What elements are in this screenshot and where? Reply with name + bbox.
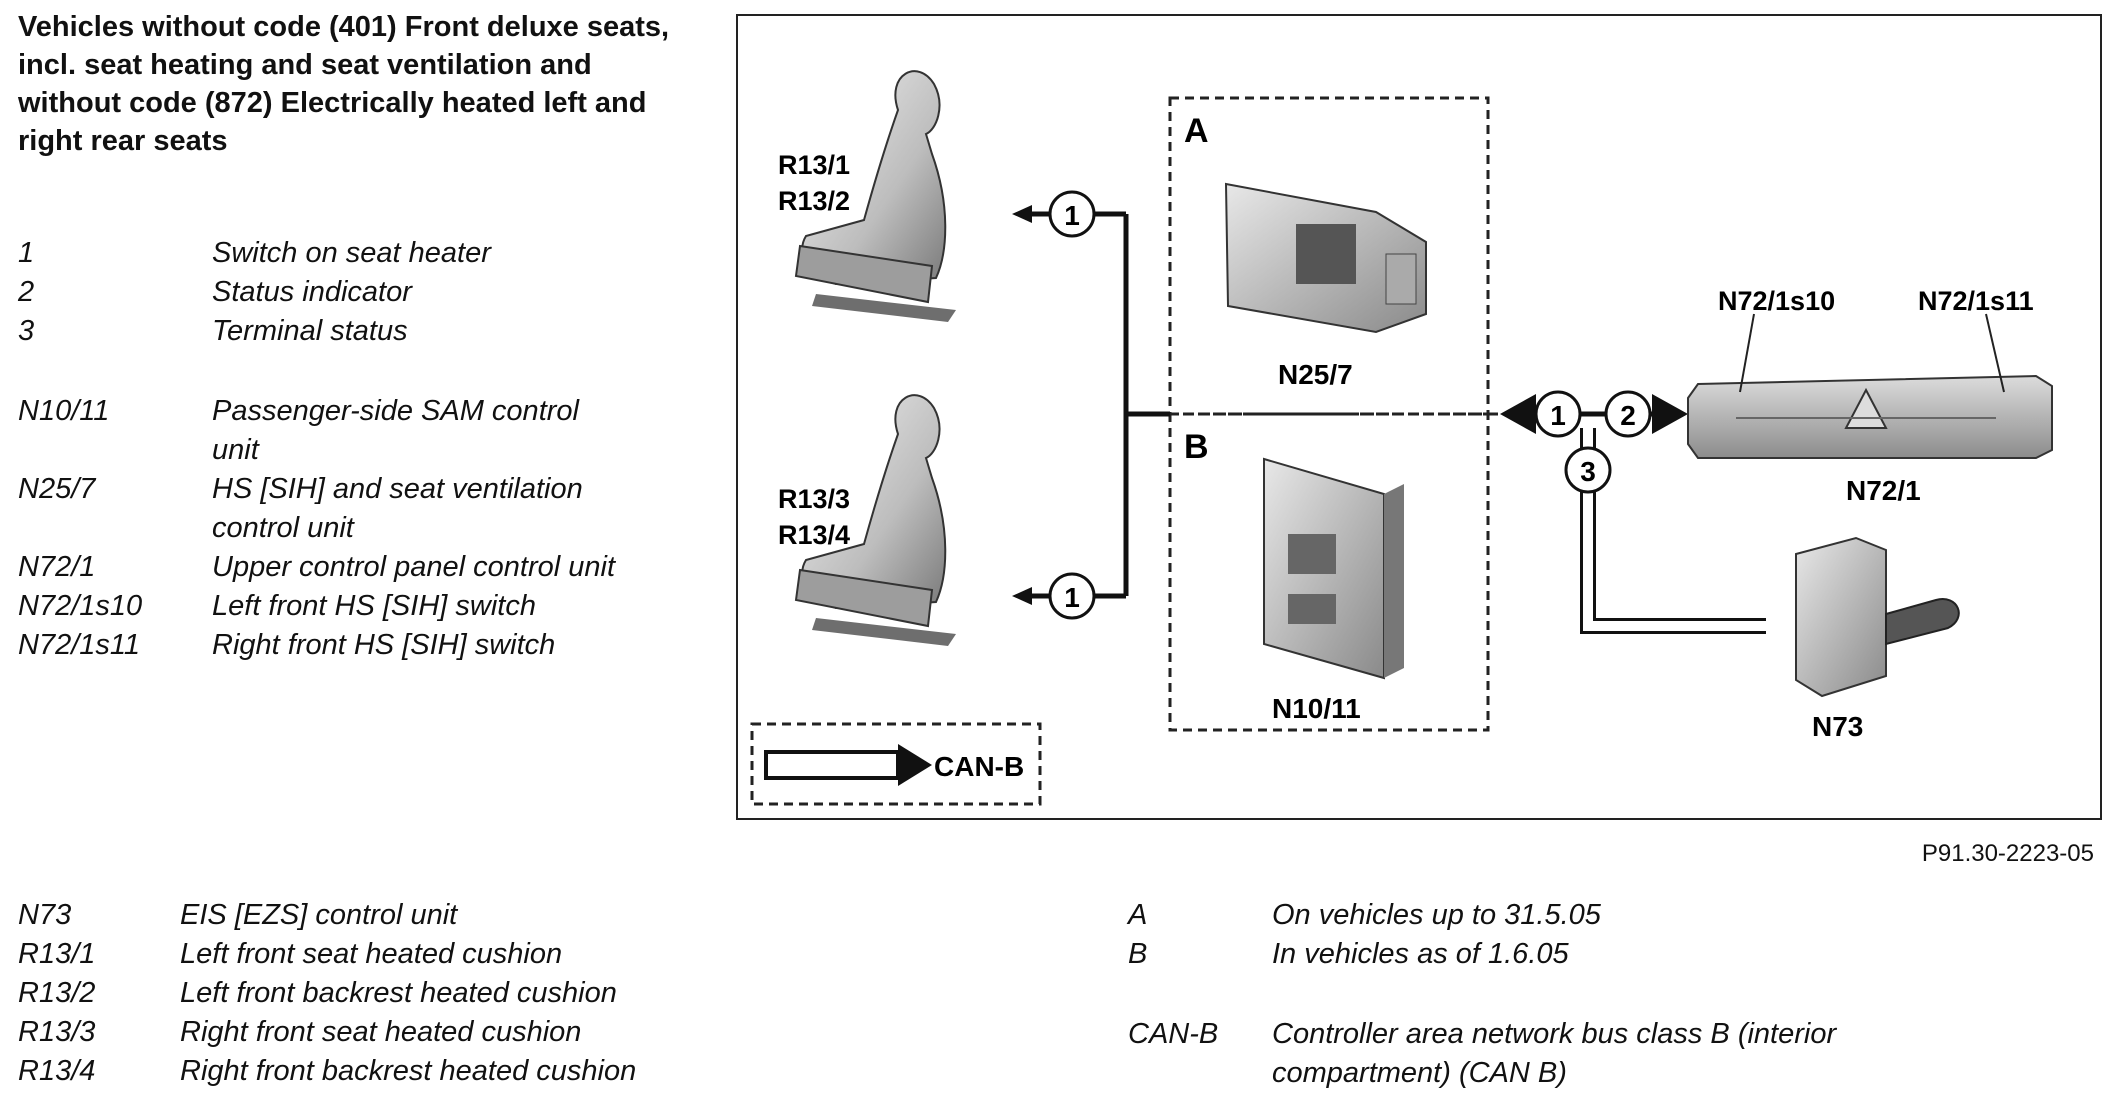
legend-row: B In vehicles as of 1.6.05	[1128, 935, 1908, 974]
legend-desc: Upper control panel control unit	[212, 551, 616, 583]
seat-top-label: R13/2	[778, 186, 850, 216]
legend-code: N10/11	[18, 395, 110, 427]
legend-row: N73 EIS [EZS] control unit	[18, 896, 738, 935]
legend-code: 1	[18, 237, 35, 269]
legend-desc: EIS [EZS] control unit	[180, 899, 458, 931]
legend-desc: Passenger-side SAM control unit	[212, 395, 579, 466]
legend-desc: On vehicles up to 31.5.05	[1272, 899, 1601, 931]
ignition-n73	[1795, 536, 1960, 698]
legend-desc: Right front HS [SIH] switch	[212, 629, 556, 661]
arrowhead-seat-top	[1012, 205, 1032, 223]
can-key-label: CAN-B	[934, 751, 1024, 782]
seat-top-label: R13/1	[778, 150, 850, 180]
legend-row: N72/1 Upper control panel control unit	[18, 548, 668, 587]
legend-code: CAN-B	[1128, 1018, 1219, 1050]
seat-bottom-label: R13/4	[778, 520, 850, 550]
switch-pointer	[1739, 313, 1755, 393]
legend-code: R13/2	[18, 977, 96, 1009]
legend-row: R13/2 Left front backrest heated cushion	[18, 974, 738, 1013]
module-label: N10/11	[1272, 693, 1361, 724]
signal-number: 1	[1064, 582, 1080, 613]
n73-line-inner	[1583, 428, 1766, 631]
legend-desc: Terminal status	[212, 315, 408, 347]
n73-label: N73	[1812, 711, 1863, 742]
legend-row: N72/1s10 Left front HS [SIH] switch	[18, 587, 668, 626]
module-n25-7	[1224, 182, 1427, 334]
legend-code: N72/1s11	[18, 629, 140, 661]
module-label: N25/7	[1278, 359, 1353, 390]
panel-label: N72/1	[1846, 475, 1921, 506]
arrowhead-left	[1500, 394, 1536, 434]
legend-code: B	[1128, 938, 1148, 970]
legend-row: R13/1 Left front seat heated cushion	[18, 935, 738, 974]
legend-desc: Right front seat heated cushion	[180, 1016, 582, 1048]
can-key-arrow	[764, 750, 900, 780]
legend-code: N25/7	[18, 473, 96, 505]
legend-row: A On vehicles up to 31.5.05	[1128, 896, 1908, 935]
legend-code: N72/1	[18, 551, 96, 583]
legend-code: 2	[18, 276, 35, 308]
legend-desc: Right front backrest heated cushion	[180, 1055, 637, 1087]
signal-badge	[1048, 190, 1096, 238]
arrowhead-right	[1652, 394, 1688, 434]
signal-number: 1	[1064, 200, 1080, 231]
control-panel-n72-1	[1687, 374, 2053, 459]
module-n10-11	[1263, 457, 1404, 680]
legend-code: N73	[18, 899, 72, 931]
can-key-box	[750, 722, 1042, 806]
figure-reference: P91.30-2223-05	[1921, 840, 2094, 867]
signal-number: 2	[1620, 400, 1636, 431]
legend-code: R13/1	[18, 938, 96, 970]
signal-badge	[1604, 390, 1652, 438]
legend-row: N10/11 Passenger-side SAM control unit	[18, 392, 668, 470]
legend-variants-bus: A On vehicles up to 31.5.05 B In vehicles …	[1128, 896, 1908, 1093]
legend-row: N72/1s11 Right front HS [SIH] switch	[18, 626, 668, 665]
legend-code: 3	[18, 315, 35, 347]
legend-row: 2 Status indicator	[18, 273, 668, 312]
arrowhead-seat-bottom	[1012, 587, 1032, 605]
legend-desc: Controller area network bus class B (int…	[1272, 1018, 1837, 1089]
legend-row: R13/3 Right front seat heated cushion	[18, 1013, 738, 1052]
legend-code: R13/3	[18, 1016, 96, 1048]
signal-number: 1	[1550, 400, 1566, 431]
legend-code: N72/1s10	[18, 590, 143, 622]
page-title: Vehicles without code (401) Front deluxe…	[18, 11, 670, 157]
seat-top-image	[794, 70, 956, 322]
variant-letter-b: B	[1184, 428, 1209, 466]
legend-desc: Switch on seat heater	[212, 237, 491, 269]
legend-row: 1 Switch on seat heater	[18, 234, 668, 273]
legend-row: 3 Terminal status	[18, 312, 668, 351]
switch-pointer	[1985, 313, 2005, 393]
legend-signals-units: 1 Switch on seat heater 2 Status indicator…	[18, 234, 668, 665]
legend-row: R13/4 Right front backrest heated cushion	[18, 1052, 738, 1091]
legend-desc: Left front HS [SIH] switch	[212, 590, 536, 622]
legend-code: A	[1128, 899, 1148, 931]
legend-code: R13/4	[18, 1055, 96, 1087]
signal-badge	[1564, 446, 1612, 494]
legend-desc: Status indicator	[212, 276, 412, 308]
seat-bottom-image	[794, 394, 956, 646]
signal-badge	[1534, 390, 1582, 438]
legend-desc: Left front backrest heated cushion	[180, 977, 617, 1009]
variant-letter-a: A	[1184, 112, 1209, 150]
legend-desc: HS [SIH] and seat ventilation control un…	[212, 473, 583, 544]
signal-number: 3	[1580, 456, 1596, 487]
switch-label-right: N72/1s11	[1918, 286, 2034, 316]
can-key-arrowhead	[898, 744, 932, 786]
variant-box-a	[1168, 96, 1490, 416]
legend-desc: In vehicles as of 1.6.05	[1272, 938, 1569, 970]
signal-badge	[1048, 572, 1096, 620]
seat-bottom-label: R13/3	[778, 484, 850, 514]
switch-label-left: N72/1s10	[1718, 286, 1835, 316]
legend-row: N25/7 HS [SIH] and seat ventilation contr…	[18, 470, 668, 548]
wiring-diagram: A B 1 1 R13/1 R13/2 R13/3 R13/4 N25/7 N1…	[736, 14, 2102, 820]
legend-desc: Left front seat heated cushion	[180, 938, 563, 970]
legend-row: CAN-B Controller area network bus class B…	[1128, 1015, 1908, 1093]
